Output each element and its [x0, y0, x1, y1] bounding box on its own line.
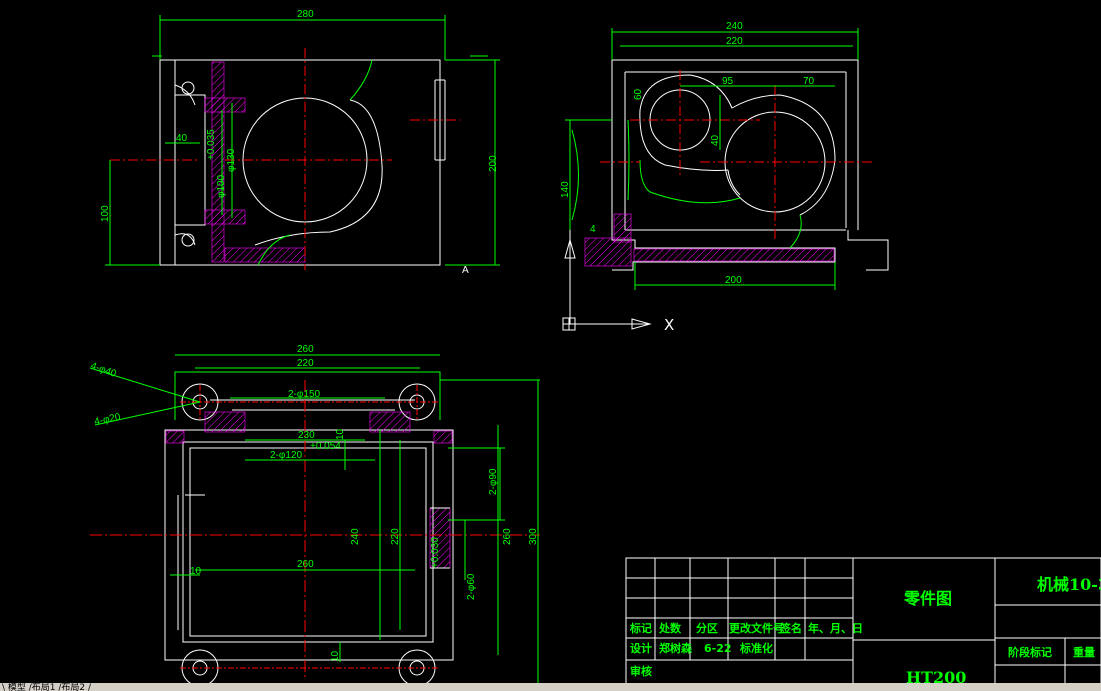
front-dim-d130: φ130 — [226, 148, 237, 172]
top-outline — [164, 429, 454, 661]
top-dim-10c: 10 — [330, 650, 341, 662]
front-dim-tol-hi: +0.035 — [206, 129, 217, 160]
front-view: 280 40 +0.035 φ100 φ130 200 100 A — [100, 9, 500, 276]
side-view: 240 220 95 70 60 40 140 200 4 X — [560, 21, 889, 334]
side-dim-140: 140 — [560, 181, 571, 198]
top-dim-tol-030: +0.030 — [430, 537, 441, 568]
side-dim-60: 60 — [633, 88, 644, 100]
top-dim-4-d40: 4-φ40 — [89, 360, 118, 380]
tb-col-sign: 签名 — [779, 621, 802, 635]
title-block: 零件图 机械10-3 HT200 标记 处数 分区 更改文件号 签名 年、月、日… — [625, 557, 1101, 691]
layout-tabs-text[interactable]: \ 模型 /布局1 /布局2 / — [2, 683, 92, 691]
tb-standardize-label: 标准化 — [739, 641, 773, 655]
tb-col-change-doc: 更改文件号 — [729, 621, 784, 635]
front-dim-40: 40 — [176, 133, 188, 144]
top-dim-10a: 10 — [190, 566, 202, 577]
axis-x-label: X — [664, 316, 674, 334]
side-dim-220: 220 — [726, 36, 743, 47]
front-dim-d100: φ100 — [216, 174, 227, 198]
tb-review-label: 审核 — [630, 664, 652, 678]
title-block-title: 零件图 — [903, 589, 952, 608]
side-dim-4: 4 — [590, 224, 596, 235]
top-dim-2-d150: 2-φ150 — [288, 389, 320, 400]
top-dim-2-d90: 2-φ90 — [488, 468, 499, 495]
tb-weight-label: 重量 — [1073, 645, 1095, 659]
top-dim-230: 230 — [298, 430, 315, 441]
top-dim-260c: 260 — [502, 528, 513, 545]
tb-design-label: 设计 — [630, 641, 652, 655]
top-dim-300: 300 — [528, 528, 539, 545]
top-dim-10b: 10 — [335, 428, 346, 440]
side-dim-200: 200 — [725, 275, 742, 286]
title-block-material: HT200 — [906, 668, 966, 687]
ucs-axis-icon: X — [562, 230, 674, 334]
tb-col-mark: 标记 — [629, 621, 652, 635]
top-dim-4-d20: 4-φ20 — [93, 412, 122, 428]
tb-col-zone: 分区 — [696, 621, 718, 635]
front-dim-width: 280 — [297, 9, 314, 20]
top-dim-220: 220 — [297, 358, 314, 369]
side-dim-240: 240 — [726, 21, 743, 32]
side-dim-40: 40 — [710, 134, 721, 146]
front-dim-100: 100 — [100, 205, 111, 222]
tb-col-date: 年、月、日 — [808, 621, 863, 635]
layout-tab-bar[interactable]: \ 模型 /布局1 /布局2 / — [0, 683, 1101, 691]
top-dim-260b: 260 — [297, 559, 314, 570]
top-dim-2-d120: 2-φ120 — [270, 450, 302, 461]
side-dim-95: 95 — [722, 76, 734, 87]
tb-stage-label: 阶段标记 — [1008, 645, 1052, 659]
tb-col-count: 处数 — [658, 621, 682, 635]
top-dim-240: 240 — [350, 528, 361, 545]
top-dim-220b: 220 — [390, 528, 401, 545]
top-dim-tol-054: +0.054 — [310, 441, 341, 452]
top-view: 260 220 4-φ40 4-φ20 2-φ150 230 +0.054 2-… — [89, 344, 540, 690]
side-dim-70: 70 — [803, 76, 815, 87]
side-outline — [611, 60, 836, 271]
title-block-drawing-no: 机械10-3 — [1037, 575, 1101, 594]
tb-designer: 郑树森 — [659, 641, 693, 655]
section-label-a: A — [462, 265, 469, 276]
top-dim-2-d60: 2-φ60 — [466, 573, 477, 600]
top-dim-260: 260 — [297, 344, 314, 355]
front-dim-height: 200 — [488, 155, 499, 172]
tb-design-date: 6-22 — [704, 642, 732, 655]
